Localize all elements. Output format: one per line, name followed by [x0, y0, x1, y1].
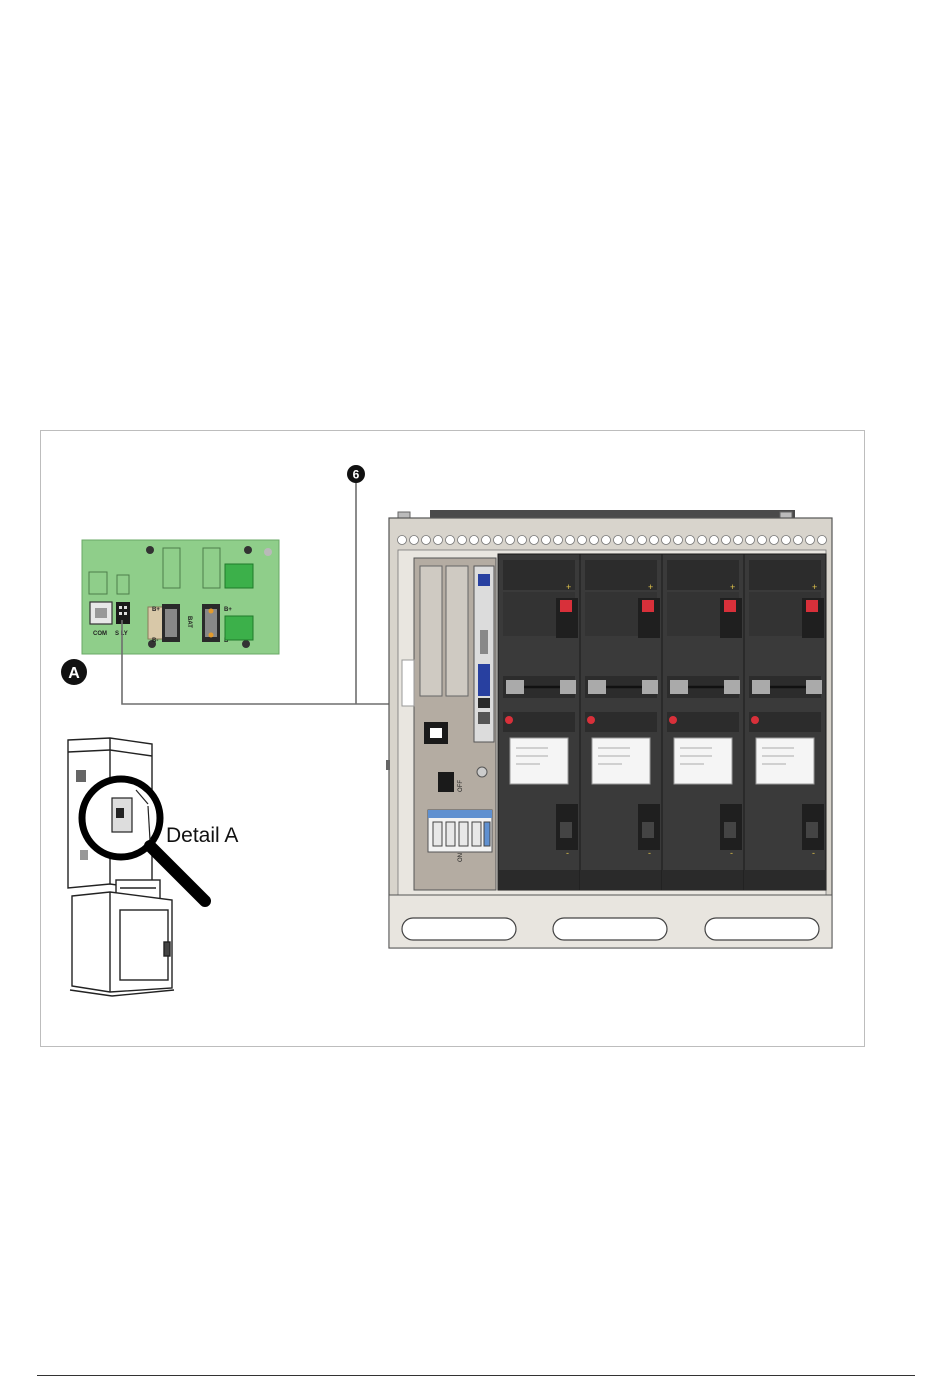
terminal-plus-label: +: [648, 582, 653, 592]
b-plus-label: B+: [224, 607, 232, 613]
terminal-plus-label: +: [730, 582, 735, 592]
control-board: COM S LY B+ B- BAT B+ B-: [82, 540, 279, 654]
com-label: COM: [93, 631, 107, 637]
detail-a-caption: Detail A: [166, 824, 238, 847]
breaker-off-label: OFF: [458, 780, 464, 792]
battery-1: + -: [498, 554, 580, 890]
breaker-on-label: ON: [458, 853, 464, 862]
callout-a: A: [61, 659, 87, 685]
callout-a-letter: A: [68, 665, 80, 682]
terminal-plus-label: +: [566, 582, 571, 592]
sply-connector: [116, 602, 130, 624]
terminal-block: [225, 616, 253, 640]
callout-6-number: 6: [353, 468, 360, 482]
mounting-hole: [264, 548, 272, 556]
battery-cabinet: OFF ON +: [386, 510, 832, 948]
bat-label: BAT: [186, 616, 192, 628]
b-plus-label: B+: [152, 607, 160, 613]
battery-4: + -: [744, 554, 826, 890]
battery-2: + -: [580, 554, 662, 890]
battery-3: + -: [662, 554, 744, 890]
mounting-hole: [242, 640, 250, 648]
terminal-block: [225, 564, 253, 588]
terminal-minus-label: -: [566, 848, 569, 858]
terminal-minus-label: -: [730, 848, 733, 858]
footer-rule: [37, 1375, 915, 1376]
circuit-breakers: [428, 810, 492, 852]
terminal-plus-label: +: [812, 582, 817, 592]
b-minus-label: B-: [152, 638, 158, 644]
callout-6: 6: [347, 465, 365, 483]
mounting-hole: [244, 546, 252, 554]
terminal-minus-label: -: [812, 848, 815, 858]
terminal-minus-label: -: [648, 848, 651, 858]
mounting-hole: [146, 546, 154, 554]
